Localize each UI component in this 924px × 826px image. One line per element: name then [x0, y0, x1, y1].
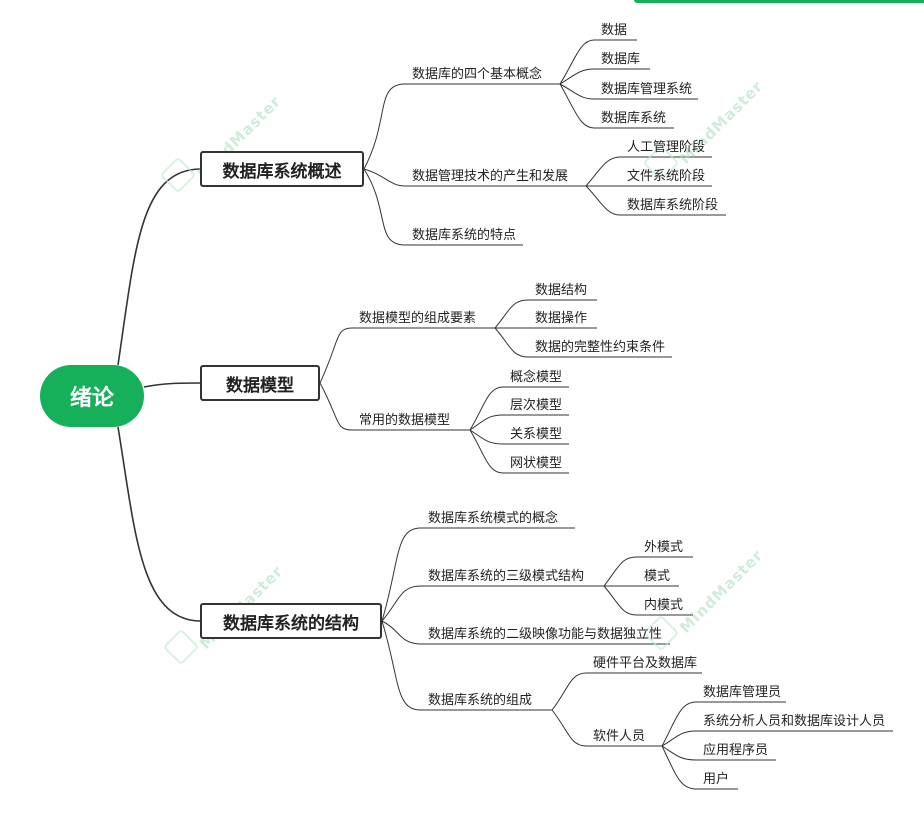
- top-accent-bar: [634, 0, 924, 3]
- edge-root-t2: [143, 382, 201, 388]
- leaf-manual-stage[interactable]: 人工管理阶段: [627, 140, 706, 155]
- root-topic[interactable]: 绪论: [40, 365, 144, 427]
- edge-t1-s1b: [363, 168, 406, 187]
- leaf-external-schema[interactable]: 外模式: [644, 540, 684, 555]
- main-topic-data-model[interactable]: 数据模型: [200, 365, 320, 401]
- edge-t1-s1a: [363, 83, 406, 170]
- subtopic-schema-concept[interactable]: 数据库系统模式的概念: [428, 511, 559, 526]
- leaf-conceptual-model[interactable]: 概念模型: [510, 370, 563, 385]
- subtopic-data-management[interactable]: 数据管理技术的产生和发展: [412, 169, 569, 184]
- edge-s1a-4: [559, 83, 595, 129]
- edge-root-t3: [117, 426, 201, 622]
- leaf-relational-model[interactable]: 关系模型: [510, 427, 563, 442]
- subtopic-software-staff[interactable]: 软件人员: [593, 729, 646, 744]
- subtopic-three-level[interactable]: 数据库系统的三级模式结构: [428, 569, 585, 584]
- leaf-internal-schema[interactable]: 内模式: [644, 598, 684, 613]
- edge-s1a-3: [559, 83, 595, 100]
- leaf-data-structure[interactable]: 数据结构: [535, 283, 588, 298]
- subtopic-common-models[interactable]: 常用的数据模型: [359, 413, 451, 428]
- leaf-file-stage[interactable]: 文件系统阶段: [627, 169, 706, 184]
- leaf-database[interactable]: 数据库: [601, 52, 641, 67]
- leaf-hierarchical-model[interactable]: 层次模型: [510, 398, 563, 413]
- edge-s1b-3: [585, 185, 621, 216]
- leaf-integrity[interactable]: 数据的完整性约束条件: [535, 340, 666, 355]
- leaf-db-stage[interactable]: 数据库系统阶段: [627, 198, 719, 213]
- main-topic-structure[interactable]: 数据库系统的结构: [200, 603, 382, 639]
- leaf-hardware-db[interactable]: 硬件平台及数据库: [593, 656, 698, 671]
- leaf-data[interactable]: 数据: [601, 23, 628, 38]
- leaf-schema[interactable]: 模式: [644, 569, 671, 584]
- leaf-app-programmer[interactable]: 应用程序员: [703, 743, 769, 758]
- edge-s1b-1: [585, 156, 621, 187]
- edge-t3-s3d: [381, 620, 422, 711]
- subtopic-mapping-independence[interactable]: 数据库系统的二级映像功能与数据独立性: [428, 627, 663, 642]
- edge-t1-s1c: [363, 168, 406, 246]
- leaf-user[interactable]: 用户: [703, 772, 730, 787]
- edge-t3-s3c: [381, 620, 422, 645]
- subtopic-model-elements[interactable]: 数据模型的组成要素: [359, 311, 477, 326]
- main-topic-overview[interactable]: 数据库系统概述: [200, 151, 364, 187]
- edge-t2-s2a: [319, 327, 353, 384]
- edge-root-t1: [117, 168, 201, 366]
- edge-s1a-2: [559, 68, 595, 85]
- leaf-data-operation[interactable]: 数据操作: [535, 311, 588, 326]
- subtopic-composition[interactable]: 数据库系统的组成: [428, 693, 533, 708]
- edge-t3-s3b: [381, 585, 422, 622]
- edge-t2-s2b: [319, 382, 353, 431]
- leaf-dba[interactable]: 数据库管理员: [703, 685, 782, 700]
- subtopic-four-concepts[interactable]: 数据库的四个基本概念: [412, 67, 543, 82]
- leaf-dbms[interactable]: 数据库管理系统: [601, 82, 693, 97]
- leaf-network-model[interactable]: 网状模型: [510, 456, 563, 471]
- leaf-analysts-designers[interactable]: 系统分析人员和数据库设计人员: [703, 714, 886, 729]
- subtopic-db-features[interactable]: 数据库系统的特点: [412, 228, 517, 243]
- edge-t3-s3a: [381, 527, 422, 622]
- edge-s1a-1: [559, 39, 595, 85]
- leaf-dbs[interactable]: 数据库系统: [601, 111, 667, 126]
